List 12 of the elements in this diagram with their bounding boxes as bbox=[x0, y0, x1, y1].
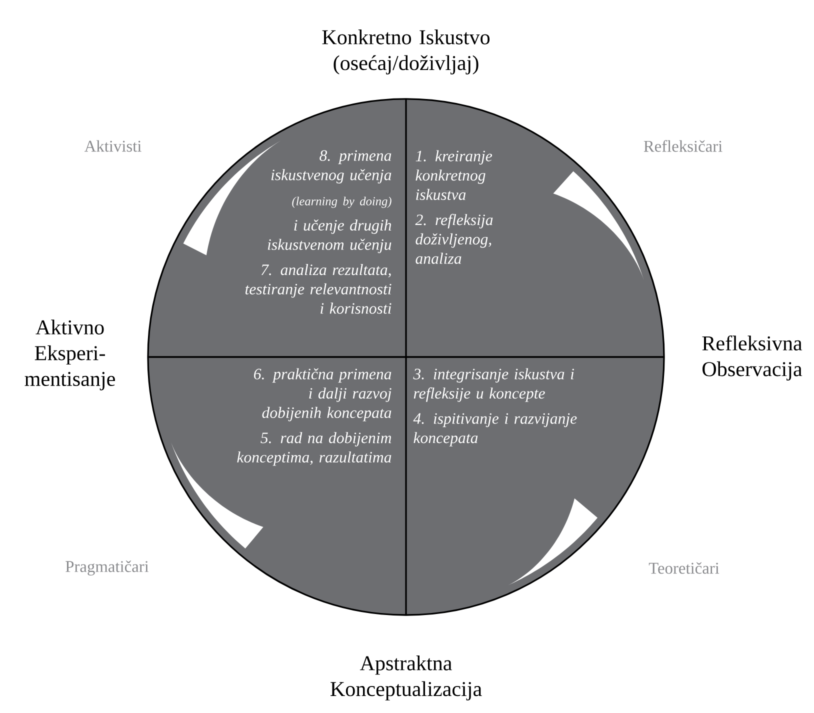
pole-label: Konkretno Iskustvo (osećaj/doživljaj) bbox=[322, 30, 490, 74]
style-label: Refleksičari bbox=[644, 140, 722, 152]
style-label: Pragmatičari bbox=[66, 560, 149, 576]
step-text: 8. primena iskustvenog učenja (learning by doing) i učenje drugih iskustvenom učenju 7. analiza rezultata, testiranje relevantnosti i korisnosti bbox=[245, 150, 392, 314]
pole-label: Aktivno Eksperi-mentisanje bbox=[24, 320, 115, 390]
step-text: 1. kreiranje konkretnog iskustva 2. refleksija doživljenog, analiza bbox=[415, 150, 493, 264]
pole-label: Refleksivna Observacija bbox=[702, 335, 802, 381]
step-text: 6. praktična primena i dalji razvoj dobijenih koncepata 5. rad na dobijenim konceptima, razultatima bbox=[237, 368, 392, 466]
style-label: Aktivisti bbox=[84, 140, 142, 152]
style-label: Teoretičari bbox=[648, 562, 720, 574]
pole-label: Apstraktna Konceptualizacija bbox=[330, 656, 482, 700]
step-text: 3. integrisanje iskustva i refleksije u koncepte 4. ispitivanje i razvijanje koncepata bbox=[413, 368, 577, 446]
